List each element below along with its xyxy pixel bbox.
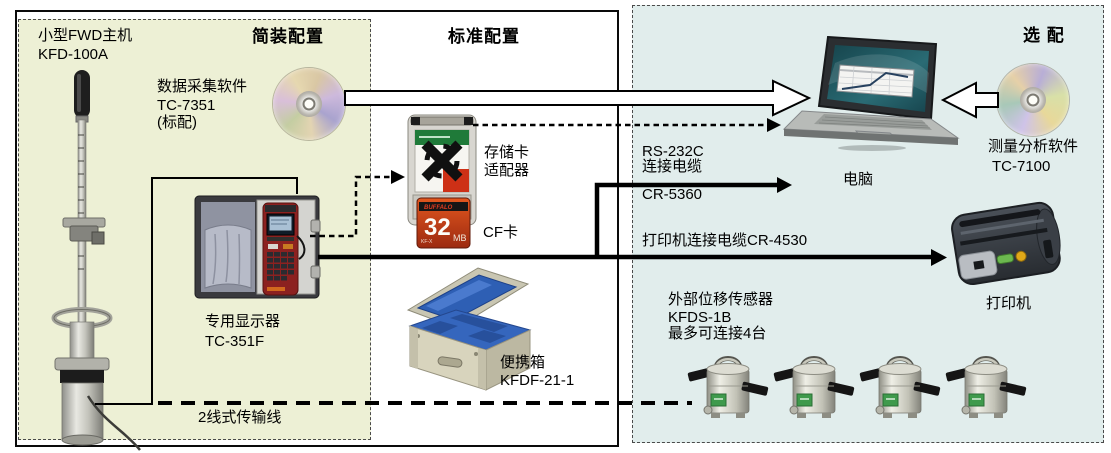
analysis-software-name: 测量分析软件 xyxy=(988,138,1079,155)
computer-label: 电脑 xyxy=(843,171,874,188)
simple-config-title: 简装配置 xyxy=(252,27,324,46)
analysis-software-cd-icon xyxy=(997,64,1069,136)
analysis-software-model: TC-7100 xyxy=(992,158,1051,175)
sensors-name: 外部位移传感器 xyxy=(668,291,774,308)
display-unit-illustration xyxy=(194,195,321,299)
adapter-name-line2: 适配器 xyxy=(484,162,530,179)
acq-software-name: 数据采集软件 xyxy=(157,78,248,95)
acq-software-model: TC-7351 xyxy=(157,97,216,114)
carry-case-name: 便携箱 xyxy=(500,354,546,371)
laptop-illustration xyxy=(782,35,960,151)
sensors-note: 最多可连接4台 xyxy=(668,325,767,342)
acq-software-note: (标配) xyxy=(157,114,197,131)
cf-card-illustration: BUFFALO 32 MB KF-X xyxy=(416,197,471,249)
display-model: TC-351F xyxy=(205,333,265,350)
svg-text:KF-X: KF-X xyxy=(421,239,433,245)
rs232c-model: CR-5360 xyxy=(642,186,703,203)
standard-config-title: 标准配置 xyxy=(448,27,520,46)
cd-hub xyxy=(296,91,322,117)
software-cd-icon xyxy=(273,68,345,140)
carry-case-illustration xyxy=(406,267,532,391)
carry-case-model: KFDF-21-1 xyxy=(500,372,575,389)
displacement-sensor-illustration xyxy=(687,356,769,418)
cf-card-unit: MB xyxy=(453,233,467,243)
cf-card-label: CF卡 xyxy=(483,224,518,241)
optional-config-title: 选 配 xyxy=(1023,26,1065,45)
displacement-sensor-illustration xyxy=(773,356,855,418)
fwd-device-illustration xyxy=(51,70,141,451)
rs232c-line1: RS-232C xyxy=(642,143,704,160)
cf-card-brand: BUFFALO xyxy=(424,205,453,211)
transmission-line-label: 2线式传输线 xyxy=(198,409,282,426)
cd-hub xyxy=(1020,87,1046,113)
fwd-model: KFD-100A xyxy=(38,46,109,63)
rs232c-line2: 连接电缆 xyxy=(642,158,703,175)
printer-cable-label: 打印机连接电缆CR-4530 xyxy=(642,232,808,249)
cf-card-capacity: 32 xyxy=(424,214,451,241)
displacement-sensor-illustration xyxy=(859,356,941,418)
fwd-name: 小型FWD主机 xyxy=(38,27,133,44)
displacement-sensor-illustration xyxy=(945,356,1027,418)
printer-illustration xyxy=(951,201,1061,286)
sensors-model: KFDS-1B xyxy=(668,309,732,326)
printer-label: 打印机 xyxy=(986,295,1032,312)
adapter-name-line1: 存储卡 xyxy=(484,144,530,161)
display-name: 专用显示器 xyxy=(205,313,281,330)
sensor-group xyxy=(684,352,1029,424)
